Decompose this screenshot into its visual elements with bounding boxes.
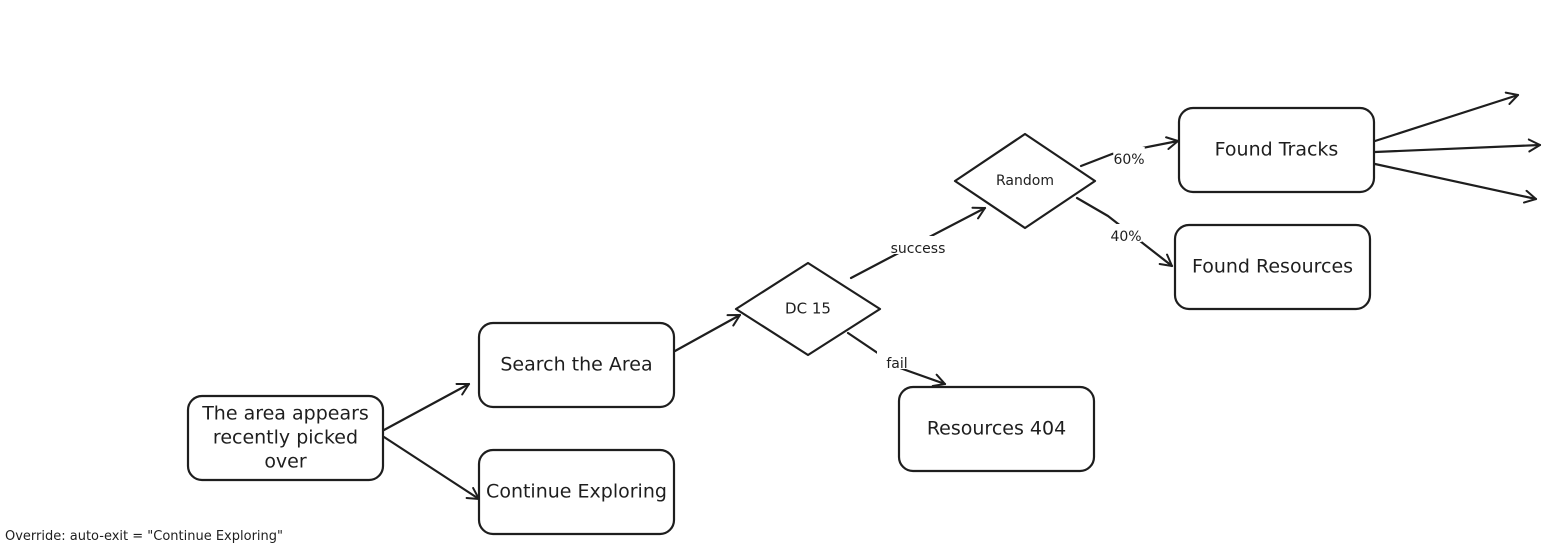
edge-arrow-tracks-to-out [1373, 91, 1520, 143]
edge-arrow-tracks-to-out [1373, 162, 1538, 204]
edge-arrow-search-to-dc15 [673, 313, 742, 353]
node-label-dc15: DC 15 [785, 300, 831, 318]
node-label-continue: Continue Exploring [486, 481, 667, 503]
node-label-start: over [264, 451, 307, 473]
override-note: Override: auto-exit = "Continue Explorin… [5, 529, 283, 544]
edge-label-random-to-tracks: 60% [1113, 152, 1144, 168]
node-search[interactable]: Search the Area [477, 321, 676, 409]
node-label-tracks: Found Tracks [1215, 139, 1339, 161]
edge-label-dc15-to-res404: fail [886, 356, 907, 372]
edge-label-background [885, 236, 951, 254]
box-tracks [1177, 106, 1376, 194]
node-label-start: The area appears [201, 403, 369, 425]
node-res404[interactable]: Resources 404 [897, 385, 1096, 473]
node-tracks[interactable]: Found Tracks [1177, 106, 1376, 194]
node-label-res404: Resources 404 [927, 418, 1066, 440]
edge-arrow-tracks-to-out [1373, 138, 1542, 154]
decision-diamond-dc15 [734, 261, 882, 357]
edge-label-background [877, 351, 917, 369]
box-search [477, 321, 676, 409]
edge-arrow-start-to-continue [382, 435, 481, 501]
box-resources [1173, 223, 1372, 311]
edge-arrow-dc15-to-random [849, 206, 987, 280]
node-resources[interactable]: Found Resources [1173, 223, 1372, 311]
edge-arrow-random-to-resources [1075, 196, 1174, 268]
node-label-search: Search the Area [500, 354, 652, 376]
node-continue[interactable]: Continue Exploring [477, 448, 676, 536]
edge-label-random-to-resources: 40% [1110, 229, 1141, 245]
decision-diamond-random [953, 132, 1097, 230]
edge-label-background [1110, 224, 1142, 242]
node-label-start: recently picked [213, 427, 358, 449]
box-continue [477, 448, 676, 536]
node-label-resources: Found Resources [1192, 256, 1353, 278]
edge-labels-layer: success fail 60% 40% [877, 147, 1145, 372]
edge-arrow-random-to-tracks [1079, 136, 1180, 168]
edge-arrow-start-to-search [382, 382, 471, 432]
node-dc15[interactable]: DC 15 [734, 261, 882, 357]
box-res404 [897, 385, 1096, 473]
node-random[interactable]: Random [953, 132, 1097, 230]
edge-label-background [1113, 147, 1145, 165]
box-start [186, 394, 385, 482]
edge-label-dc15-to-random: success [891, 241, 946, 257]
node-label-random: Random [996, 173, 1054, 189]
